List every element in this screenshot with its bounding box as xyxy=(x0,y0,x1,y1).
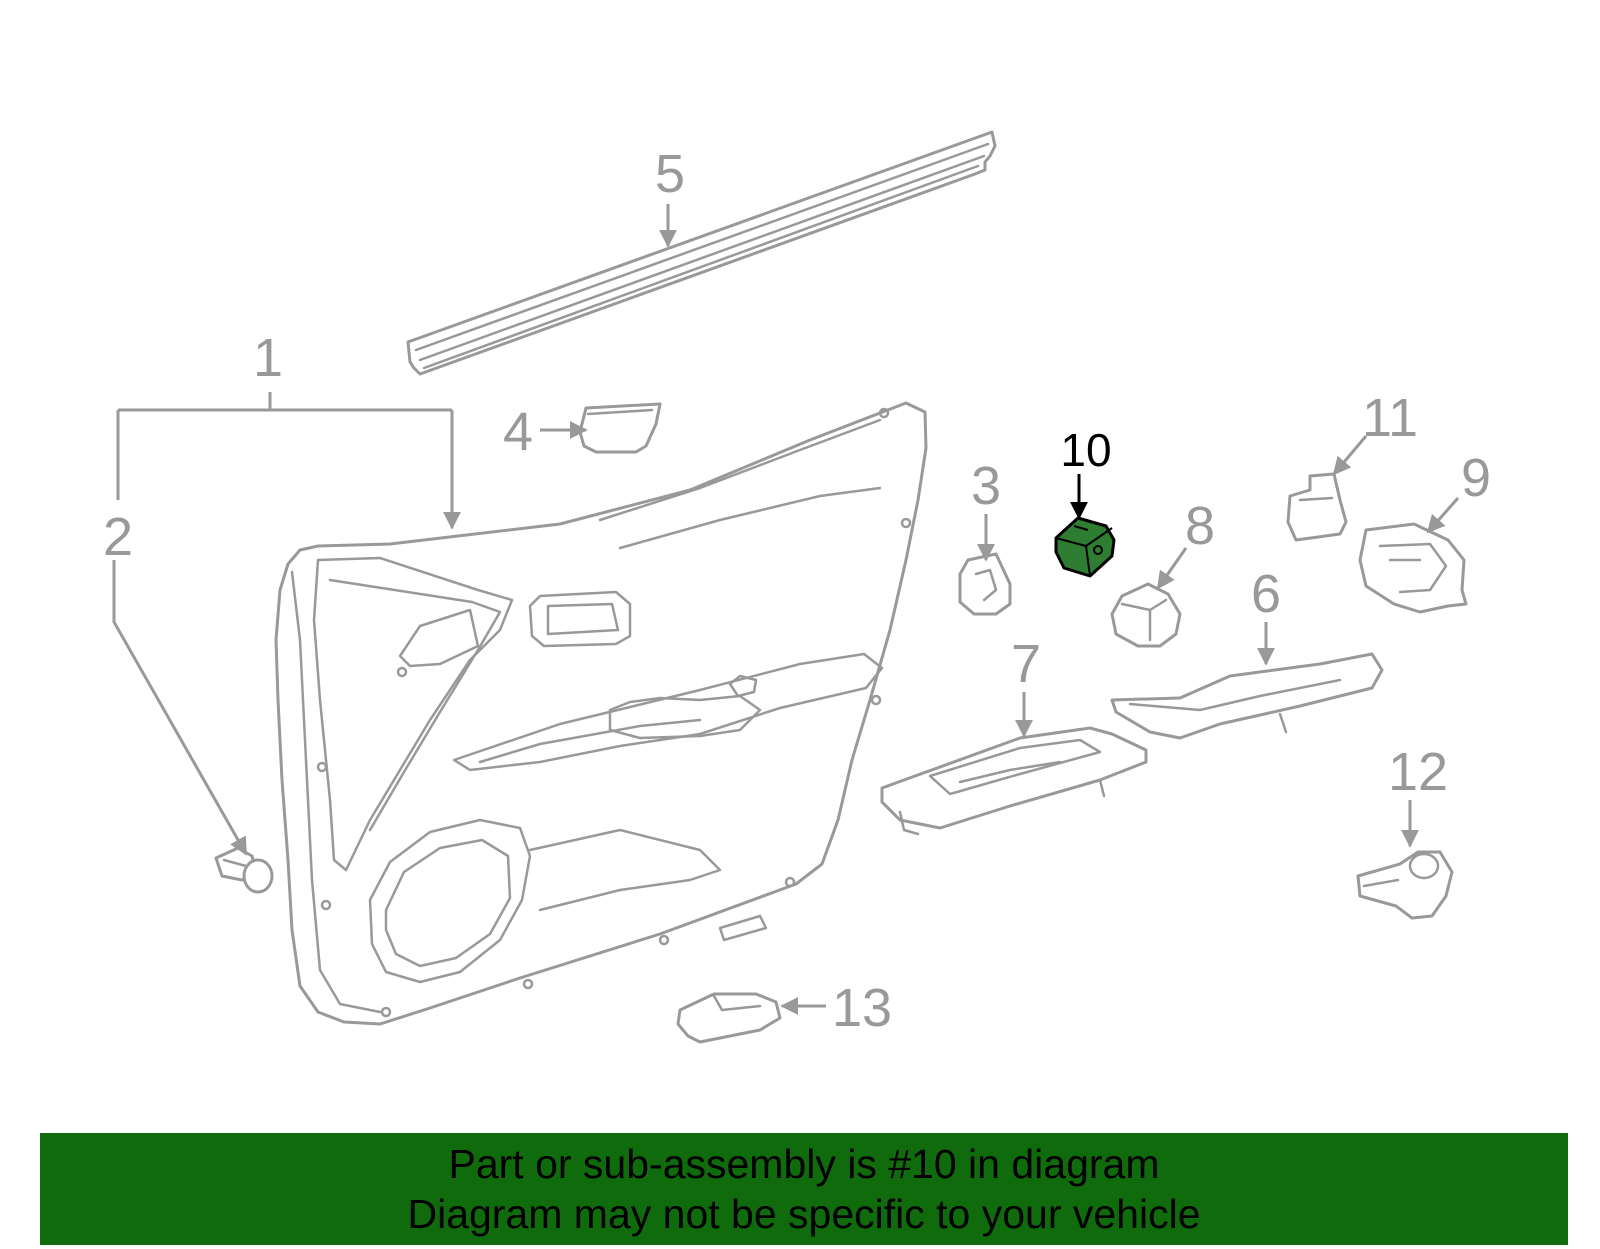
banner-disclaimer-text: Diagram may not be specific to your vehi… xyxy=(407,1191,1201,1237)
part-11-connector xyxy=(1286,472,1348,542)
callout-2: 2 xyxy=(103,507,133,567)
part-2-clip xyxy=(214,846,274,894)
callout-7: 7 xyxy=(1011,634,1041,694)
part-4-trim-cover xyxy=(578,402,662,454)
callout-4: 4 xyxy=(503,402,533,462)
part-10-highlighted-switch xyxy=(1054,516,1116,578)
part-9-switch-assembly xyxy=(1358,522,1468,614)
part-13-lamp xyxy=(676,992,782,1044)
banner-part-text: Part or sub-assembly is #10 in diagram xyxy=(448,1141,1160,1187)
callout-1: 1 xyxy=(253,328,283,388)
callout-6: 6 xyxy=(1251,564,1281,624)
callout-11: 11 xyxy=(1362,388,1418,448)
part-3-bracket xyxy=(958,552,1012,616)
part-8-switch xyxy=(1110,582,1182,648)
callout-3: 3 xyxy=(971,456,1001,516)
part-1-door-trim-panel xyxy=(274,401,928,1026)
leader-lines xyxy=(112,204,1460,1015)
callout-12: 12 xyxy=(1388,742,1448,802)
part-6-armrest xyxy=(1110,652,1384,740)
callout-8: 8 xyxy=(1185,496,1215,556)
info-banner: Part or sub-assembly is #10 in diagram D… xyxy=(40,1133,1568,1245)
callout-5: 5 xyxy=(655,144,685,204)
part-12-sensor xyxy=(1356,850,1454,920)
part-7-switch-bezel xyxy=(880,726,1148,836)
callout-9: 9 xyxy=(1461,448,1491,508)
callout-10: 10 xyxy=(1060,424,1111,476)
callout-13: 13 xyxy=(832,978,892,1038)
part-5-belt-molding xyxy=(406,130,997,376)
